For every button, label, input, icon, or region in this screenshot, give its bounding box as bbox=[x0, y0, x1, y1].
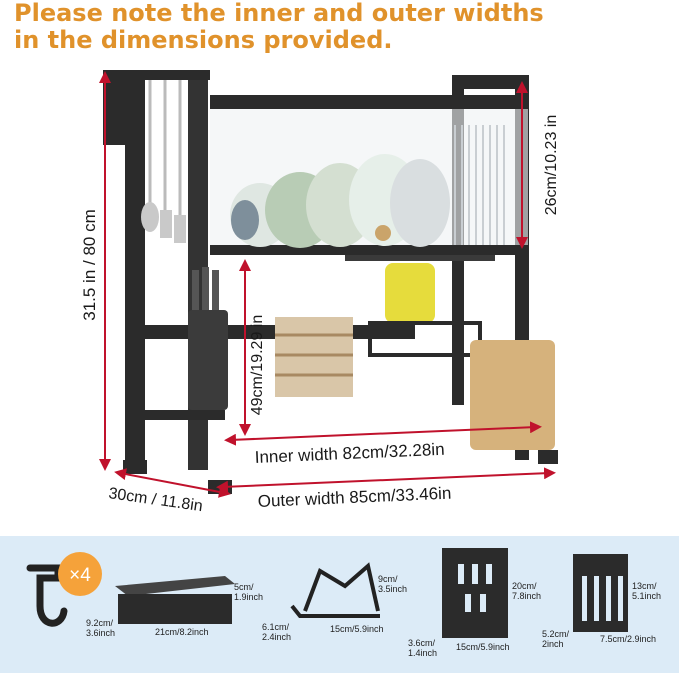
board-holder-accessory: 9cm/ 3.5inch 6.1cm/ 2.4inch 15cm/5.9inch bbox=[262, 562, 408, 642]
utensil-holder-depth-label: 5.2cm/ 2inch bbox=[542, 629, 570, 649]
utensils bbox=[148, 80, 182, 215]
cutting-board bbox=[470, 340, 555, 450]
spatula bbox=[160, 210, 172, 238]
ladle bbox=[141, 202, 159, 232]
height-label: 31.5 in / 80 cm bbox=[80, 209, 99, 321]
dimension-lines bbox=[99, 71, 556, 498]
knife-holder-height-label: 20cm/ 7.8inch bbox=[512, 581, 542, 601]
depth-line bbox=[114, 468, 231, 498]
tray-body bbox=[118, 594, 232, 624]
cabinet-knob bbox=[375, 225, 391, 241]
board-holder-depth-label: 6.1cm/ 2.4inch bbox=[262, 622, 292, 642]
hook-accessory: ×4 bbox=[26, 552, 102, 627]
left-post bbox=[125, 70, 145, 470]
drip-rail bbox=[345, 255, 495, 261]
accessories-drawing: ×4 5cm/ 1.9inch 9.2cm/ 3.6inch 21cm/8.2i… bbox=[26, 548, 662, 658]
knife-block bbox=[188, 310, 228, 410]
cabinet-top bbox=[210, 95, 528, 109]
headline-line-1: Please note the inner and outer widths bbox=[14, 0, 544, 27]
towel bbox=[275, 317, 353, 397]
plates bbox=[230, 154, 450, 248]
outer-width-label: Outer width 85cm/33.46in bbox=[257, 484, 451, 511]
inner-width-label: Inner width 82cm/32.28in bbox=[254, 440, 445, 467]
headline-line-2: in the dimensions provided. bbox=[14, 26, 393, 54]
right-top-bar bbox=[452, 75, 529, 89]
tray-width-label: 21cm/8.2inch bbox=[155, 627, 209, 637]
product-illustration: 31.5 in / 80 cm 26cm/10.23 in 49cm/19.29… bbox=[0, 55, 679, 533]
cabinet-height-label: 26cm/10.23 in bbox=[543, 115, 560, 216]
hook-bar bbox=[130, 70, 210, 80]
knife-holder-accessory: 20cm/ 7.8inch 3.6cm/ 1.4inch 15cm/5.9inc… bbox=[408, 548, 542, 658]
tray-accessory: 5cm/ 1.9inch 9.2cm/ 3.6inch 21cm/8.2inch bbox=[86, 576, 264, 638]
board-holder-width-label: 15cm/5.9inch bbox=[330, 624, 384, 634]
knife-handles bbox=[192, 267, 219, 310]
tray-height-label: 5cm/ 1.9inch bbox=[234, 582, 264, 602]
lower-rail-left bbox=[125, 410, 225, 420]
utensil-holder-accessory: 13cm/ 5.1inch 5.2cm/ 2inch 7.5cm/2.9inch bbox=[542, 554, 662, 649]
lower-height-label: 49cm/19.29 in bbox=[249, 315, 266, 416]
accessories-panel: ×4 5cm/ 1.9inch 9.2cm/ 3.6inch 21cm/8.2i… bbox=[0, 536, 679, 673]
utensil-holder bbox=[103, 70, 131, 145]
quantity-badge-text: ×4 bbox=[69, 565, 91, 586]
cabinet-bottom bbox=[210, 245, 528, 255]
knife-holder-depth-label: 3.6cm/ 1.4inch bbox=[408, 638, 438, 658]
depth-label: 30cm / 11.8in bbox=[107, 485, 203, 515]
outer-width-line bbox=[216, 467, 556, 493]
headline: Please note the inner and outer widths i… bbox=[14, 0, 674, 54]
s-hook-icon bbox=[26, 564, 68, 627]
towel-stripes bbox=[275, 333, 353, 377]
quantity-badge bbox=[58, 552, 102, 596]
cabinet-stripes bbox=[454, 125, 505, 245]
utensil-holder-width-label: 7.5cm/2.9inch bbox=[600, 634, 657, 644]
slotted-spatula bbox=[174, 215, 186, 243]
utensil-holder-height-label: 13cm/ 5.1inch bbox=[632, 581, 662, 601]
tray-depth-label: 9.2cm/ 3.6inch bbox=[86, 618, 116, 638]
board-holder-height-label: 9cm/ 3.5inch bbox=[378, 574, 408, 594]
dish-rack-drawing: 31.5 in / 80 cm 26cm/10.23 in 49cm/19.29… bbox=[80, 70, 560, 515]
inner-width-line bbox=[224, 421, 542, 446]
sponge-basket bbox=[368, 321, 482, 357]
knife-holder-width-label: 15cm/5.9inch bbox=[456, 642, 510, 652]
detergent-bottle bbox=[385, 263, 435, 323]
